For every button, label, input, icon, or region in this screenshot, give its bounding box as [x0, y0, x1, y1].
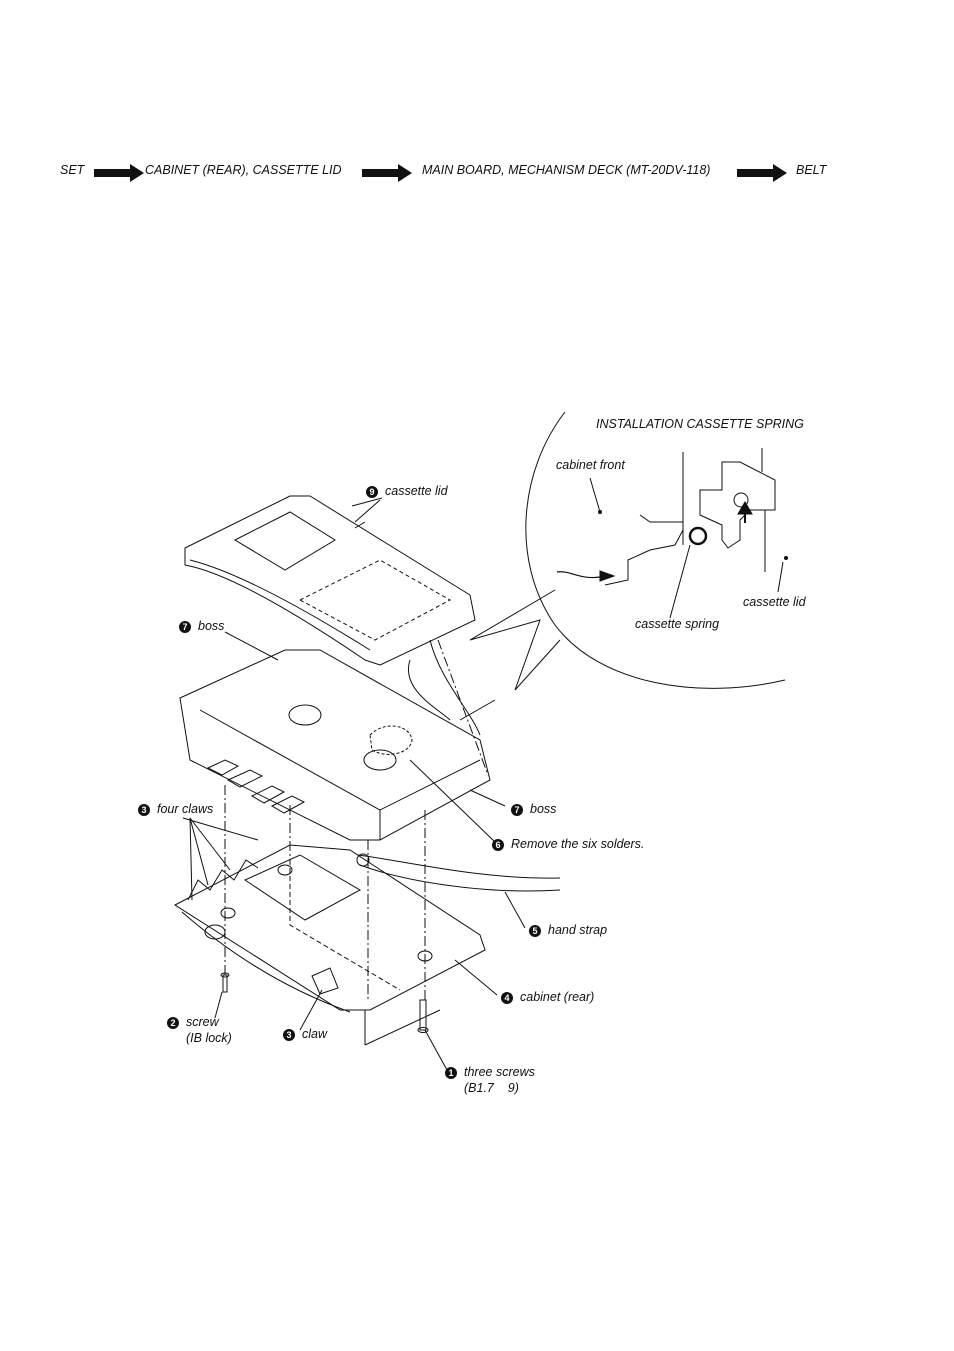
callout-number: 3: [138, 804, 150, 816]
flow-arrow-icon: [94, 164, 144, 182]
flow-arrow-icon: [362, 164, 412, 182]
callout-number: 5: [529, 925, 541, 937]
inset-label-cassette-lid: cassette lid: [743, 595, 806, 609]
callout-text: cabinet (rear): [520, 990, 595, 1004]
callout-subtext: (B1.7 9): [464, 1081, 519, 1095]
callout-text: cassette lid: [385, 484, 448, 498]
flow-step-belt: BELT: [796, 163, 827, 177]
callout-text: hand strap: [548, 923, 608, 937]
flow-step-cabinet: CABINET (REAR), CASSETTE LID: [145, 163, 342, 177]
inset-bubble: [525, 411, 786, 689]
callout-text: claw: [302, 1027, 328, 1041]
callout-number: 9: [366, 486, 378, 498]
inset-title: INSTALLATION CASSETTE SPRING: [596, 417, 804, 431]
alignment-lines: [224, 639, 489, 1000]
callout-number: 1: [445, 1067, 457, 1079]
rear-cabinet-outline: [174, 844, 486, 1013]
inset-pointer: [469, 589, 561, 691]
callout-text: boss: [198, 619, 225, 633]
inset-detail: [556, 448, 788, 619]
main-unit-outline: [179, 639, 496, 841]
flow-arrow-icon: [737, 164, 787, 182]
callout-text: boss: [530, 802, 557, 816]
leader-lines: [182, 499, 526, 1071]
callout-text: four claws: [157, 802, 214, 816]
callout-number: 6: [492, 839, 504, 851]
callout-number: 4: [501, 992, 513, 1004]
callout-number: 3: [283, 1029, 295, 1041]
hand-strap-outline: [356, 853, 561, 892]
edge-line: [364, 1009, 441, 1046]
cassette-lid-outline: [184, 495, 476, 666]
callout-text: three screws: [464, 1065, 535, 1079]
callout-subtext: (IB lock): [186, 1031, 232, 1045]
callout-text: Remove the six solders.: [511, 837, 645, 851]
flow-step-main-board: MAIN BOARD, MECHANISM DECK (MT-20DV-118): [422, 163, 711, 177]
screws: [220, 972, 429, 1033]
callout-number: 2: [167, 1017, 179, 1029]
callout-number: 7: [179, 621, 191, 633]
callout-number: 7: [511, 804, 523, 816]
inset-label-cabinet-front: cabinet front: [556, 458, 625, 472]
inset-label-cassette-spring: cassette spring: [635, 617, 720, 631]
flow-step-set: SET: [60, 163, 85, 177]
callout-text: screw: [186, 1015, 219, 1029]
